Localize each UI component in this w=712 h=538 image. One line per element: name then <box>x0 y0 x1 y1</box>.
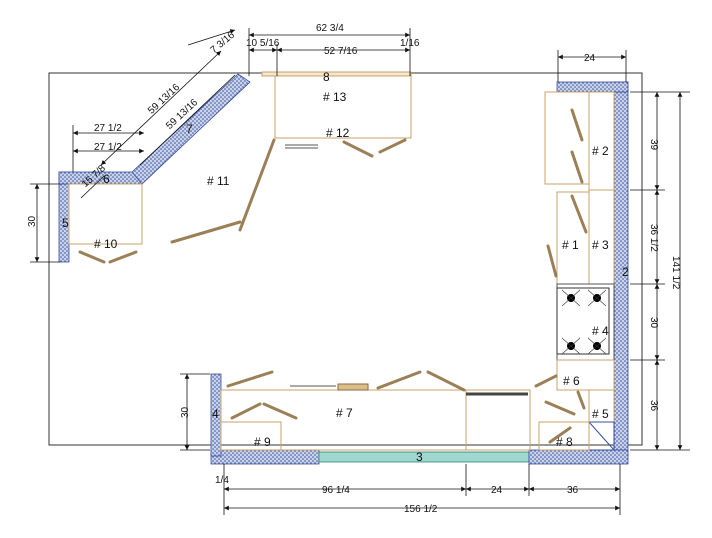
dimension-lines <box>30 28 690 515</box>
label-cabinet-6: # 6 <box>563 374 580 388</box>
dim-bottom-36: 36 <box>567 485 579 496</box>
label-wall-2: 2 <box>622 265 629 279</box>
cabinets <box>68 75 615 451</box>
label-cabinet-1: # 1 <box>562 238 579 252</box>
dim-right-36: 36 <box>648 400 659 412</box>
dim-1-16: 1/16 <box>400 38 420 49</box>
range-burners <box>556 287 610 355</box>
countertop-appliance <box>337 383 369 391</box>
dim-52-7-16: 52 7/16 <box>324 46 358 57</box>
label-wall-3: 3 <box>416 450 423 464</box>
label-wall-5: 5 <box>62 216 69 230</box>
label-cabinet-12: # 12 <box>326 126 350 140</box>
dimension-texts: 62 3/4 10 5/16 52 7/16 1/16 7 3/16 59 13… <box>27 23 681 515</box>
dim-left-30: 30 <box>27 215 38 227</box>
dim-10-5-16: 10 5/16 <box>246 38 280 49</box>
dim-right-36-1-2: 36 1/2 <box>648 224 659 252</box>
dim-bottom-left-30: 30 <box>180 406 191 418</box>
dim-right-30: 30 <box>648 317 659 329</box>
dim-bottom-156-1-2: 156 1/2 <box>404 504 438 515</box>
label-cabinet-9: # 9 <box>254 435 271 449</box>
window-3 <box>318 451 530 463</box>
label-wall-8: 8 <box>323 70 330 84</box>
cabinet-labels: # 1 # 2 # 3 # 4 # 5 # 6 # 7 # 8 # 9 # 10… <box>62 70 629 464</box>
label-cabinet-11: # 11 <box>207 174 230 188</box>
label-cabinet-5: # 5 <box>592 407 609 421</box>
cabinet-2-upper <box>544 91 590 185</box>
cabinet-9 <box>220 421 282 451</box>
label-wall-4: 4 <box>212 407 219 421</box>
dim-bottom-24: 24 <box>491 485 503 496</box>
dim-right-141-1-2: 141 1/2 <box>670 256 681 290</box>
label-cabinet-3: # 3 <box>592 238 609 252</box>
dim-62-3-4: 62 3/4 <box>316 23 344 34</box>
dim-27-1-2-a: 27 1/2 <box>94 123 122 134</box>
range-4 <box>556 283 615 361</box>
sink-base <box>465 389 531 451</box>
wall-8 <box>261 71 412 77</box>
label-cabinet-13: # 13 <box>323 90 347 104</box>
dim-right-39: 39 <box>648 139 659 151</box>
cabinet-10 <box>68 183 143 245</box>
label-cabinet-4: # 4 <box>592 324 609 338</box>
label-wall-7: 7 <box>186 122 193 136</box>
label-cabinet-8: # 8 <box>556 435 573 449</box>
cabinet-13 <box>274 75 412 139</box>
label-cabinet-10: # 10 <box>94 237 118 251</box>
wall-bottom-right <box>528 449 629 465</box>
cabinet-2 <box>588 91 615 191</box>
cabinet-8 <box>538 421 590 451</box>
dim-bottom-96-1-4: 96 1/4 <box>322 485 350 496</box>
cabinet-3 <box>588 189 615 285</box>
dim-27-1-2-b: 27 1/2 <box>94 142 122 153</box>
label-cabinet-2: # 2 <box>592 144 609 158</box>
dim-top-right-24: 24 <box>584 53 596 64</box>
wall-right-top <box>556 81 629 93</box>
dim-bottom-1-4: 1/4 <box>215 475 229 486</box>
wall-bottom-left <box>210 449 320 465</box>
door-swings <box>78 108 588 444</box>
label-wall-6: 6 <box>103 172 110 186</box>
label-cabinet-7: # 7 <box>336 406 353 420</box>
